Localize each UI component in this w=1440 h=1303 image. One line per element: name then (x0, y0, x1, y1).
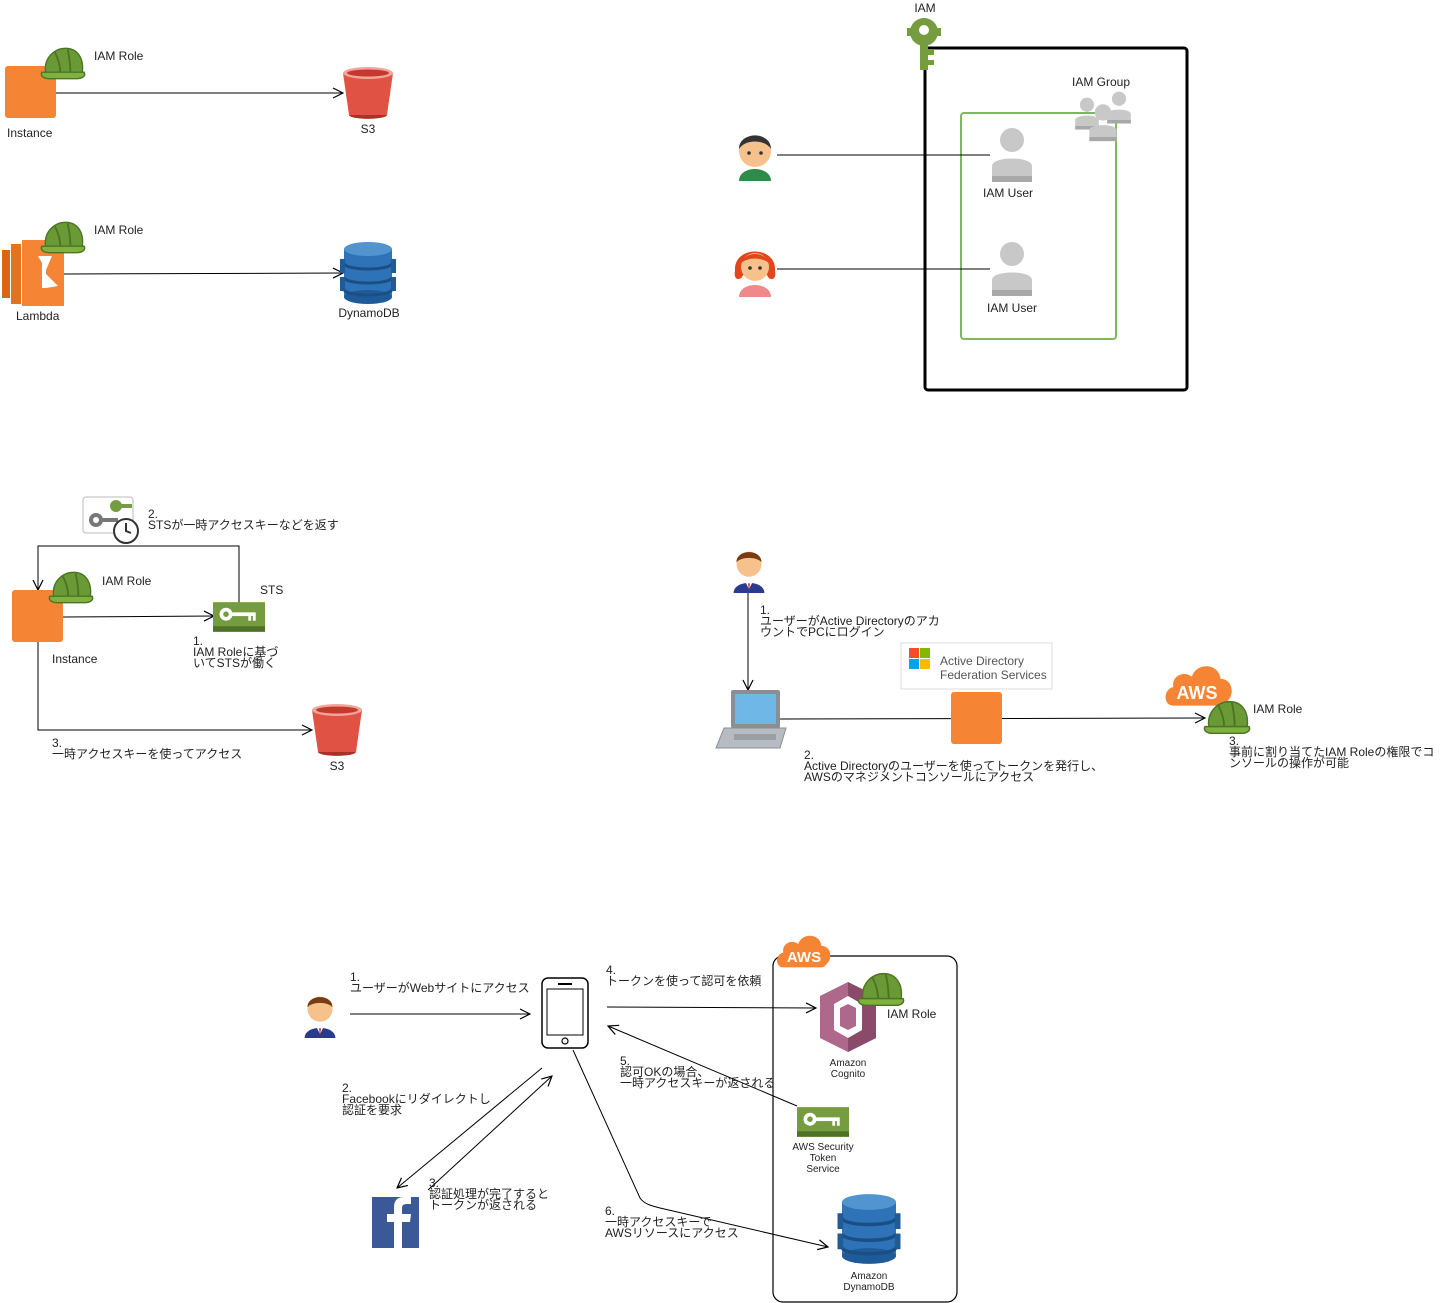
dynamodb-icon (838, 1194, 901, 1264)
s3-bucket-icon (312, 704, 362, 756)
sts-service-label: Token (810, 1154, 837, 1164)
section-sts-flow (12, 497, 362, 756)
step-text: AWSリソースにアクセス (605, 1228, 739, 1239)
sts-label: STS (260, 584, 283, 596)
iam-group-icon (1075, 92, 1131, 141)
step-text: トークンを使って認可を依頼 (606, 976, 761, 987)
iam-role-label: IAM Role (94, 224, 143, 236)
iam-role-label: IAM Role (94, 50, 143, 62)
iam-user-label: IAM User (983, 187, 1033, 199)
sts-service-label: AWS Security (792, 1143, 853, 1153)
section-role-to-resource (2, 48, 396, 306)
dynamodb-label: DynamoDB (843, 1283, 894, 1293)
aws-cloud-text: AWS (787, 949, 821, 966)
step-text: AWSのマネジメントコンソールにアクセス (804, 772, 1034, 783)
iam-label: IAM (914, 2, 935, 14)
iam-group-label: IAM Group (1072, 76, 1130, 88)
s3-label: S3 (361, 123, 376, 135)
instance-label: Instance (52, 653, 97, 665)
sts-key-icon (797, 1107, 849, 1137)
aws-cloud-text: AWS (1176, 683, 1217, 703)
iam-role-label: IAM Role (887, 1008, 936, 1020)
arrow-phone-to-cognito (607, 1007, 816, 1008)
section-adfs-flow: AWS (716, 552, 1250, 748)
s3-label: S3 (330, 760, 345, 772)
cognito-label: Amazon (830, 1059, 867, 1069)
iam-role-helmet-icon (1204, 702, 1249, 734)
iam-role-helmet-icon (858, 974, 903, 1006)
step-text: 認証を要求 (342, 1105, 402, 1116)
arrow-phone-to-facebook (397, 1068, 542, 1188)
instance-label: Instance (7, 127, 52, 139)
sts-service-label: Service (806, 1165, 839, 1175)
user-avatar-icon (739, 135, 771, 181)
iam-user-icon (992, 242, 1032, 296)
arrow-instance-to-sts (63, 616, 214, 617)
user-avatar-icon (305, 997, 336, 1038)
section-iam-users (735, 18, 1187, 390)
iam-group-box (961, 113, 1116, 339)
step-text: 一時アクセスキーが返される (620, 1078, 775, 1089)
step-text: トークンが返される (429, 1200, 537, 1211)
dynamodb-icon (340, 242, 396, 304)
lambda-label: Lambda (16, 310, 59, 322)
step-text: ユーザーがWebサイトにアクセス (350, 983, 530, 994)
sts-key-icon (213, 602, 265, 632)
dynamodb-label: Amazon (851, 1272, 888, 1282)
iam-role-label: IAM Role (102, 575, 151, 587)
iam-role-helmet-icon (49, 572, 92, 602)
s3-bucket-icon (343, 67, 393, 119)
arrow-lambda-to-dynamodb (64, 273, 343, 274)
temporary-credentials-icon (83, 497, 138, 543)
smartphone-icon (542, 978, 588, 1048)
step-text: いてSTSが働く (193, 658, 276, 669)
iam-key-icon (907, 18, 941, 70)
facebook-icon (372, 1197, 419, 1248)
step-text: ウントでPCにログイン (760, 627, 885, 638)
adfs-title: Active Directory (940, 655, 1024, 667)
user-avatar-icon (734, 552, 765, 593)
adfs-server-icon (951, 692, 1002, 744)
iam-user-label: IAM User (987, 302, 1037, 314)
step-text: ンソールの操作が可能 (1229, 758, 1349, 769)
laptop-icon (716, 690, 786, 748)
cognito-label: Cognito (831, 1070, 865, 1080)
iam-role-helmet-icon (41, 48, 84, 78)
step-text: STSが一時アクセスキーなどを返す (148, 520, 339, 531)
user-avatar-icon (735, 252, 776, 298)
adfs-subtitle: Federation Services (940, 669, 1047, 681)
iam-role-helmet-icon (41, 222, 84, 252)
step-text: 一時アクセスキーを使ってアクセス (52, 749, 242, 760)
dynamodb-label: DynamoDB (338, 307, 399, 319)
iam-user-icon (992, 128, 1032, 182)
iam-role-label: IAM Role (1253, 703, 1302, 715)
